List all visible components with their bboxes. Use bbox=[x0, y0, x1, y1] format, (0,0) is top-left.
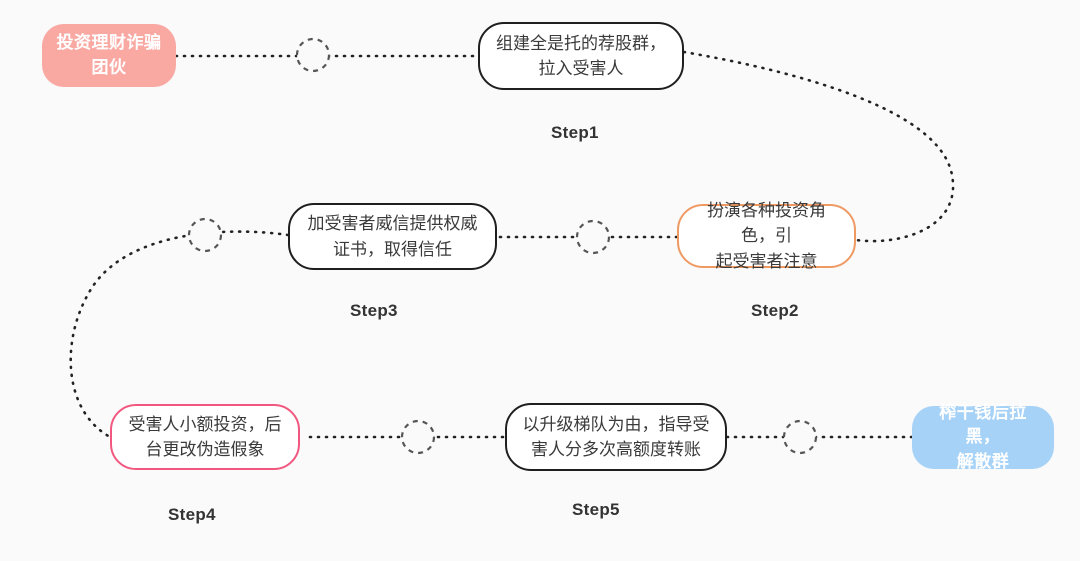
step-box-step5[interactable]: 以升级梯队为由，指导受 害人分多次高额度转账 bbox=[505, 403, 727, 471]
step2-line-1: 扮演各种投资角色，引 bbox=[707, 200, 826, 246]
start-node-line-2: 团伙 bbox=[91, 57, 127, 77]
start-node-label: 投资理财诈骗 团伙 bbox=[57, 31, 162, 80]
step3-line-2: 证书，取得信任 bbox=[333, 239, 452, 259]
step-caption-step5: Step5 bbox=[572, 500, 620, 519]
step2-line-2: 起受害者注意 bbox=[715, 251, 818, 271]
end-node-line-2: 解散群 bbox=[956, 451, 1010, 471]
end-node[interactable]: 榨干钱后拉黑， 解散群 bbox=[912, 403, 1054, 471]
step3-line-1: 加受害者威信提供权威 bbox=[307, 214, 478, 233]
step1-line-2: 拉入受害人 bbox=[538, 59, 624, 78]
step-box-step1[interactable]: 组建全是托的荐股群， 拉入受害人 bbox=[478, 22, 684, 90]
step1-text: 组建全是托的荐股群， 拉入受害人 bbox=[496, 31, 666, 82]
step-caption-step1: Step1 bbox=[551, 123, 599, 142]
step5-line-2: 害人分多次高额度转账 bbox=[531, 440, 701, 459]
step-caption-step3: Step3 bbox=[350, 301, 398, 320]
start-node[interactable]: 投资理财诈骗 团伙 bbox=[42, 24, 176, 87]
junction-node-a bbox=[295, 37, 331, 73]
step2-text: 扮演各种投资角色，引 起受害者注意 bbox=[691, 198, 842, 275]
step4-line-2: 台更改伪造假象 bbox=[145, 440, 265, 459]
step4-text: 受害人小额投资，后 台更改伪造假象 bbox=[129, 412, 282, 463]
step4-line-1: 受害人小额投资，后 bbox=[128, 414, 282, 434]
step5-line-1: 以升级梯队为由，指导受 bbox=[522, 414, 710, 434]
junction-node-e bbox=[782, 419, 818, 455]
junction-node-d bbox=[400, 419, 436, 455]
step-box-step4[interactable]: 受害人小额投资，后 台更改伪造假象 bbox=[110, 404, 300, 470]
start-node-line-1: 投资理财诈骗 bbox=[56, 32, 162, 52]
step5-text: 以升级梯队为由，指导受 害人分多次高额度转账 bbox=[523, 412, 710, 463]
junction-node-c bbox=[575, 219, 611, 255]
step-caption-step4: Step4 bbox=[168, 505, 216, 524]
step-box-step3[interactable]: 加受害者威信提供权威 证书，取得信任 bbox=[288, 203, 497, 270]
end-node-label: 榨干钱后拉黑， 解散群 bbox=[922, 401, 1044, 475]
step-caption-step2: Step2 bbox=[751, 301, 799, 320]
step3-text: 加受害者威信提供权威 证书，取得信任 bbox=[308, 211, 478, 262]
junction-node-b bbox=[187, 217, 223, 253]
end-node-line-1: 榨干钱后拉黑， bbox=[939, 402, 1027, 447]
step1-line-1: 组建全是托的荐股群， bbox=[496, 33, 666, 53]
step-box-step2[interactable]: 扮演各种投资角色，引 起受害者注意 bbox=[677, 201, 856, 271]
